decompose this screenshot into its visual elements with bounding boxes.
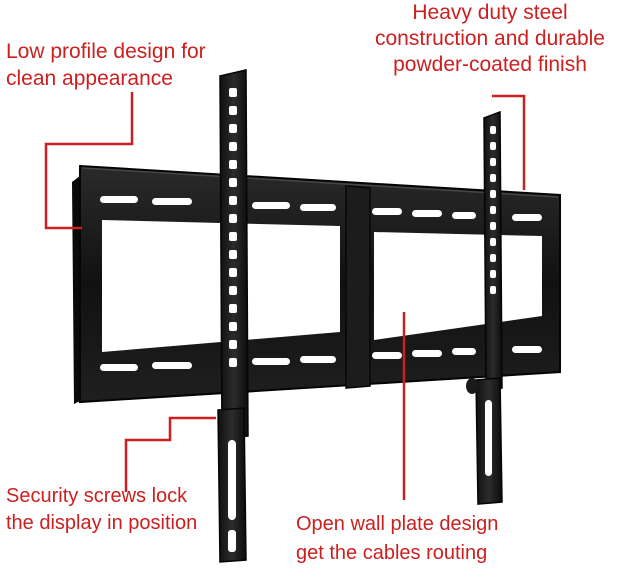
callout-open-plate-line-2: get the cables routing — [296, 542, 488, 564]
callout-open-wall-plate: Open wall plate design get the cables ro… — [296, 510, 498, 568]
left-mounting-arm — [217, 69, 249, 563]
right-mounting-arm — [466, 110, 503, 505]
callout-heavy-duty-line-1: Heavy duty steel — [412, 1, 568, 24]
callout-open-plate-line-1: Open wall plate design — [296, 513, 499, 535]
callout-heavy-duty: Heavy duty steel construction and durabl… — [340, 0, 640, 78]
wall-plate-center-rib — [345, 185, 371, 389]
callout-security-screws: Security screws lock the display in posi… — [6, 483, 197, 537]
callout-low-profile: Low profile design for clean appearance — [6, 38, 206, 92]
top-rail-slots — [100, 196, 542, 221]
callout-heavy-duty-line-2: construction and durable — [375, 27, 605, 50]
callout-security-line-2: the display in position — [6, 512, 198, 534]
callout-low-profile-line-2: clean appearance — [6, 67, 173, 90]
callout-low-profile-line-1: Low profile design for — [6, 40, 206, 63]
bottom-rail-slots — [100, 346, 542, 371]
wall-plate-top-highlight — [81, 167, 559, 198]
callout-security-line-1: Security screws lock — [6, 485, 188, 507]
callout-heavy-duty-line-3: powder-coated finish — [393, 53, 587, 76]
